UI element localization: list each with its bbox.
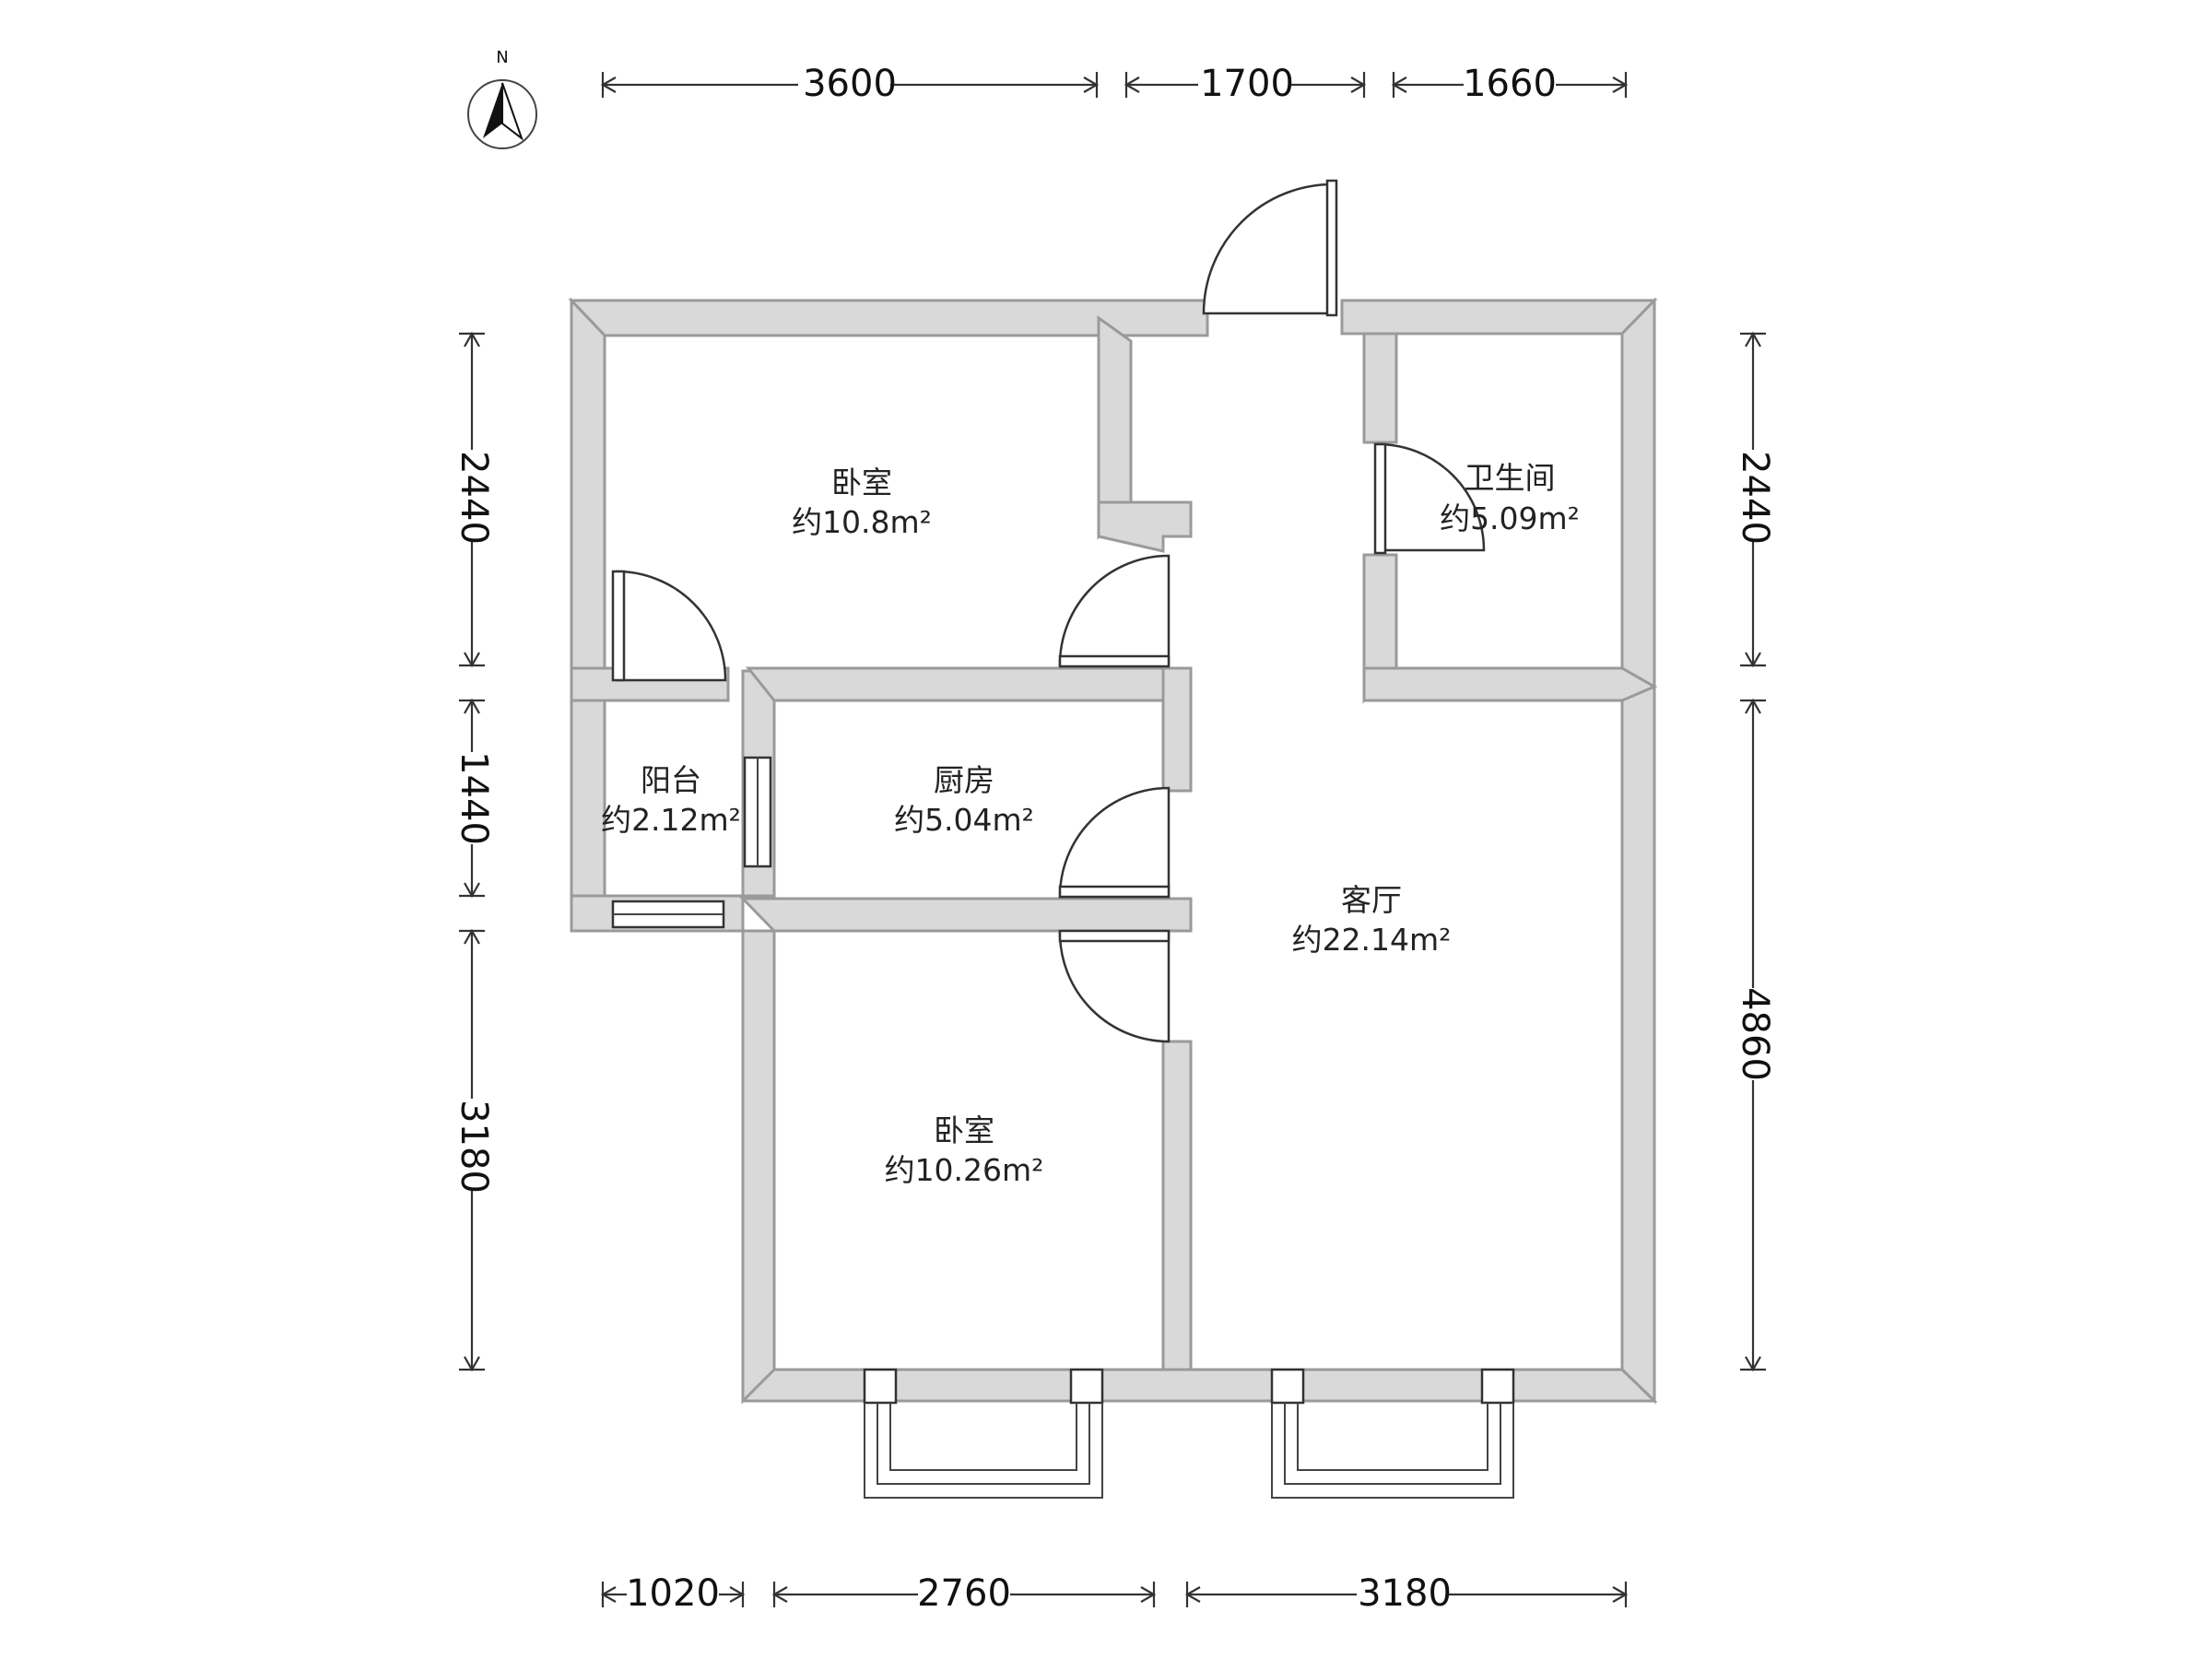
entry-door bbox=[1202, 179, 1338, 317]
room-name: 卧室 bbox=[934, 1112, 994, 1148]
room-living: 客厅 约22.14m² bbox=[1292, 882, 1452, 958]
room-name: 卧室 bbox=[831, 465, 892, 500]
dim-top-2: 1700 bbox=[1200, 63, 1294, 105]
dim-top-3: 1660 bbox=[1463, 63, 1557, 105]
dim-bottom-1: 1020 bbox=[626, 1572, 720, 1615]
room-name: 厨房 bbox=[934, 762, 994, 798]
living-bay-window bbox=[1270, 1368, 1515, 1499]
room-labels: 卧室 约10.8m² 卫生间 约5.09m² 阳台 约2.12m² 厨房 约5.… bbox=[601, 460, 1580, 1188]
room-bedroom-south: 卧室 约10.26m² bbox=[885, 1112, 1044, 1188]
windows bbox=[611, 756, 1515, 1499]
room-area: 约10.8m² bbox=[792, 504, 932, 540]
dimensions-bottom: 1020 2760 3180 bbox=[600, 1572, 1629, 1617]
room-kitchen: 厨房 约5.04m² bbox=[894, 762, 1034, 838]
dim-left-2: 1440 bbox=[453, 751, 495, 845]
compass-label: N bbox=[496, 48, 508, 67]
room-area: 约22.14m² bbox=[1292, 922, 1452, 958]
walls bbox=[568, 297, 1658, 1405]
dimensions-top: 3600 1700 1660 bbox=[600, 63, 1629, 107]
dim-left-3: 3180 bbox=[453, 1100, 495, 1194]
balcony-door bbox=[611, 570, 727, 682]
dim-left-1: 2440 bbox=[453, 451, 495, 545]
room-name: 阳台 bbox=[641, 762, 701, 798]
room-area: 约2.12m² bbox=[601, 802, 741, 838]
dimensions-right: 2440 4860 bbox=[1731, 331, 1776, 1372]
dim-right-1: 2440 bbox=[1734, 451, 1776, 545]
dim-bottom-2: 2760 bbox=[917, 1572, 1011, 1615]
room-bedroom-north: 卧室 约10.8m² bbox=[792, 465, 932, 540]
dim-right-2: 4860 bbox=[1734, 987, 1776, 1081]
doors bbox=[611, 179, 1486, 1043]
bedroom-south-door bbox=[1058, 929, 1171, 1043]
dim-top-1: 3600 bbox=[803, 63, 897, 105]
kitchen-door bbox=[1058, 786, 1171, 899]
dimensions-left: 2440 1440 3180 bbox=[450, 331, 495, 1372]
dim-bottom-3: 3180 bbox=[1358, 1572, 1452, 1615]
bedroom-bay-window bbox=[863, 1368, 1104, 1499]
room-area: 约5.04m² bbox=[894, 802, 1034, 838]
north-arrow-icon bbox=[483, 83, 502, 138]
room-area: 约10.26m² bbox=[885, 1152, 1044, 1188]
room-name: 卫生间 bbox=[1465, 460, 1556, 496]
room-area: 约5.09m² bbox=[1440, 500, 1580, 536]
bathroom-door bbox=[1373, 442, 1486, 555]
north-compass: N bbox=[467, 48, 537, 149]
room-bathroom: 卫生间 约5.09m² bbox=[1440, 460, 1580, 536]
bedroom-north-door bbox=[1058, 554, 1171, 668]
room-name: 客厅 bbox=[1341, 882, 1402, 918]
room-balcony: 阳台 约2.12m² bbox=[601, 762, 741, 838]
